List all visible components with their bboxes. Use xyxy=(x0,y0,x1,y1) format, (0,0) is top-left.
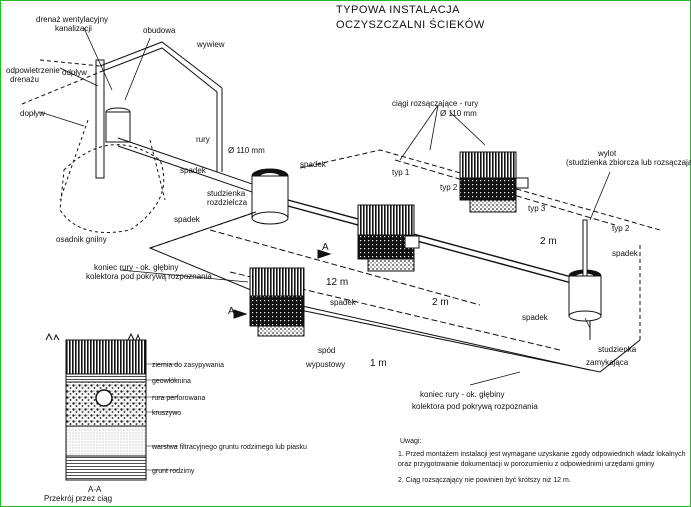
label-koniec-rury-1: koniec rury - ok. głębiny xyxy=(94,263,178,272)
perforated-pipe xyxy=(95,389,113,407)
septic-tank xyxy=(59,107,166,233)
layer-native-soil xyxy=(65,455,147,481)
label-spadek-6: spadek xyxy=(522,313,549,322)
note-1b: oraz przygotowanie dokumentacji w porozu… xyxy=(398,461,655,468)
section-caption-2: Przekrój przez ciąg xyxy=(44,494,112,503)
label-typ2b: typ 2 xyxy=(612,224,630,233)
label-ciagi-2: Ø 110 mm xyxy=(440,109,477,118)
section-layer-2: geowłóknina xyxy=(152,378,191,385)
dimension-1m: 1 m xyxy=(370,358,387,369)
label-wylot-2: (studzienka zbiorcza lub rozsączająca) xyxy=(566,158,691,167)
label-koniec-rury-b-2: kolektora pod pokrywą rozpoznania xyxy=(412,402,538,411)
supply-pipe xyxy=(117,137,259,195)
section-arrows xyxy=(233,249,332,319)
label-spadek-2: spadek xyxy=(300,160,327,169)
label-odplyw-top: odpływ xyxy=(62,68,87,77)
label-spadek-1: spadek xyxy=(180,166,207,175)
distribution-box xyxy=(251,168,289,225)
ventilation-pipes xyxy=(21,41,223,179)
label-osadnik-gnilny: osadnik gnilny xyxy=(56,235,107,244)
leader-lines xyxy=(39,27,611,386)
label-odpowietrzenie-1: odpowietrzenie xyxy=(6,66,60,75)
label-obudowa: obudowa xyxy=(143,26,176,35)
label-spod-2: wypustowy xyxy=(305,360,345,369)
note-2: 2. Ciąg rozsączający nie powinien być kr… xyxy=(398,477,571,484)
label-studzienka-zamykajaca-1: studzienka xyxy=(598,345,637,354)
label-wywiew: wywiew xyxy=(196,40,225,49)
label-spod-1: spód xyxy=(318,346,335,355)
notes-heading: Uwagi: xyxy=(400,438,421,445)
label-koniec-rury-b-1: koniec rury - ok. głębiny xyxy=(420,390,504,399)
label-rury: rury xyxy=(196,135,210,144)
label-typ1: typ 1 xyxy=(392,168,410,177)
label-wylot-1: wylot xyxy=(597,149,617,158)
infiltration-block-2 xyxy=(357,204,420,272)
label-spadek-4: spadek xyxy=(612,249,639,258)
cross-section-a-a xyxy=(45,332,178,481)
note-1a: 1. Przed montażem instalacji jest wymaga… xyxy=(398,451,686,458)
label-odpowietrzenie-2: drenażu xyxy=(10,75,39,84)
layer-backfill xyxy=(65,339,147,375)
section-mark-a2: A xyxy=(228,306,235,317)
label-drenaz-1: drenaż wentylacyjny xyxy=(36,15,108,24)
dimension-12m: 12 m xyxy=(326,277,348,288)
label-drenaz-2: kanalizacji xyxy=(55,24,92,33)
label-typ2: typ 2 xyxy=(440,183,458,192)
label-spadek-5: spadek xyxy=(330,298,357,307)
label-studzienka-zamykajaca-2: zamykająca xyxy=(586,358,629,367)
label-doplyw: dopływ xyxy=(20,109,45,118)
dimension-2m-a: 2 m xyxy=(540,236,557,247)
layer-geotextile xyxy=(65,373,147,383)
layer-sand xyxy=(65,425,147,457)
section-mark-a1: A xyxy=(322,242,329,253)
label-studzienka-2: rozdzielcza xyxy=(207,198,248,207)
label-rury-diameter: Ø 110 mm xyxy=(228,146,265,155)
section-layer-4: kruszywo xyxy=(152,410,181,417)
section-layer-5: warstwa filtracyjnego gruntu rodzimego l… xyxy=(151,444,307,451)
title-line-2: OCZYSZCZALNI ŚCIEKÓW xyxy=(336,18,485,31)
infiltration-block-1 xyxy=(459,151,529,213)
title-line-1: TYPOWA INSTALACJA xyxy=(336,4,460,16)
dimension-2m-b: 2 m xyxy=(432,297,449,308)
section-layer-6: grunt rodzimy xyxy=(152,468,195,475)
label-studzienka-1: studzienka xyxy=(207,189,246,198)
label-ciagi-1: ciągi rozsączające - rury xyxy=(392,99,478,108)
infiltration-block-3 xyxy=(249,267,305,337)
section-caption-1: A-A xyxy=(88,485,102,494)
section-layer-1: ziemia do zasypywania xyxy=(152,362,224,369)
label-typ3: typ 3 xyxy=(528,204,546,213)
label-spadek-3: spadek xyxy=(174,215,201,224)
outlet-box xyxy=(568,219,602,322)
section-layer-3: rura perforowana xyxy=(152,395,205,402)
label-koniec-rury-2: kolektora pod pokrywą rozpoznania xyxy=(86,272,212,281)
